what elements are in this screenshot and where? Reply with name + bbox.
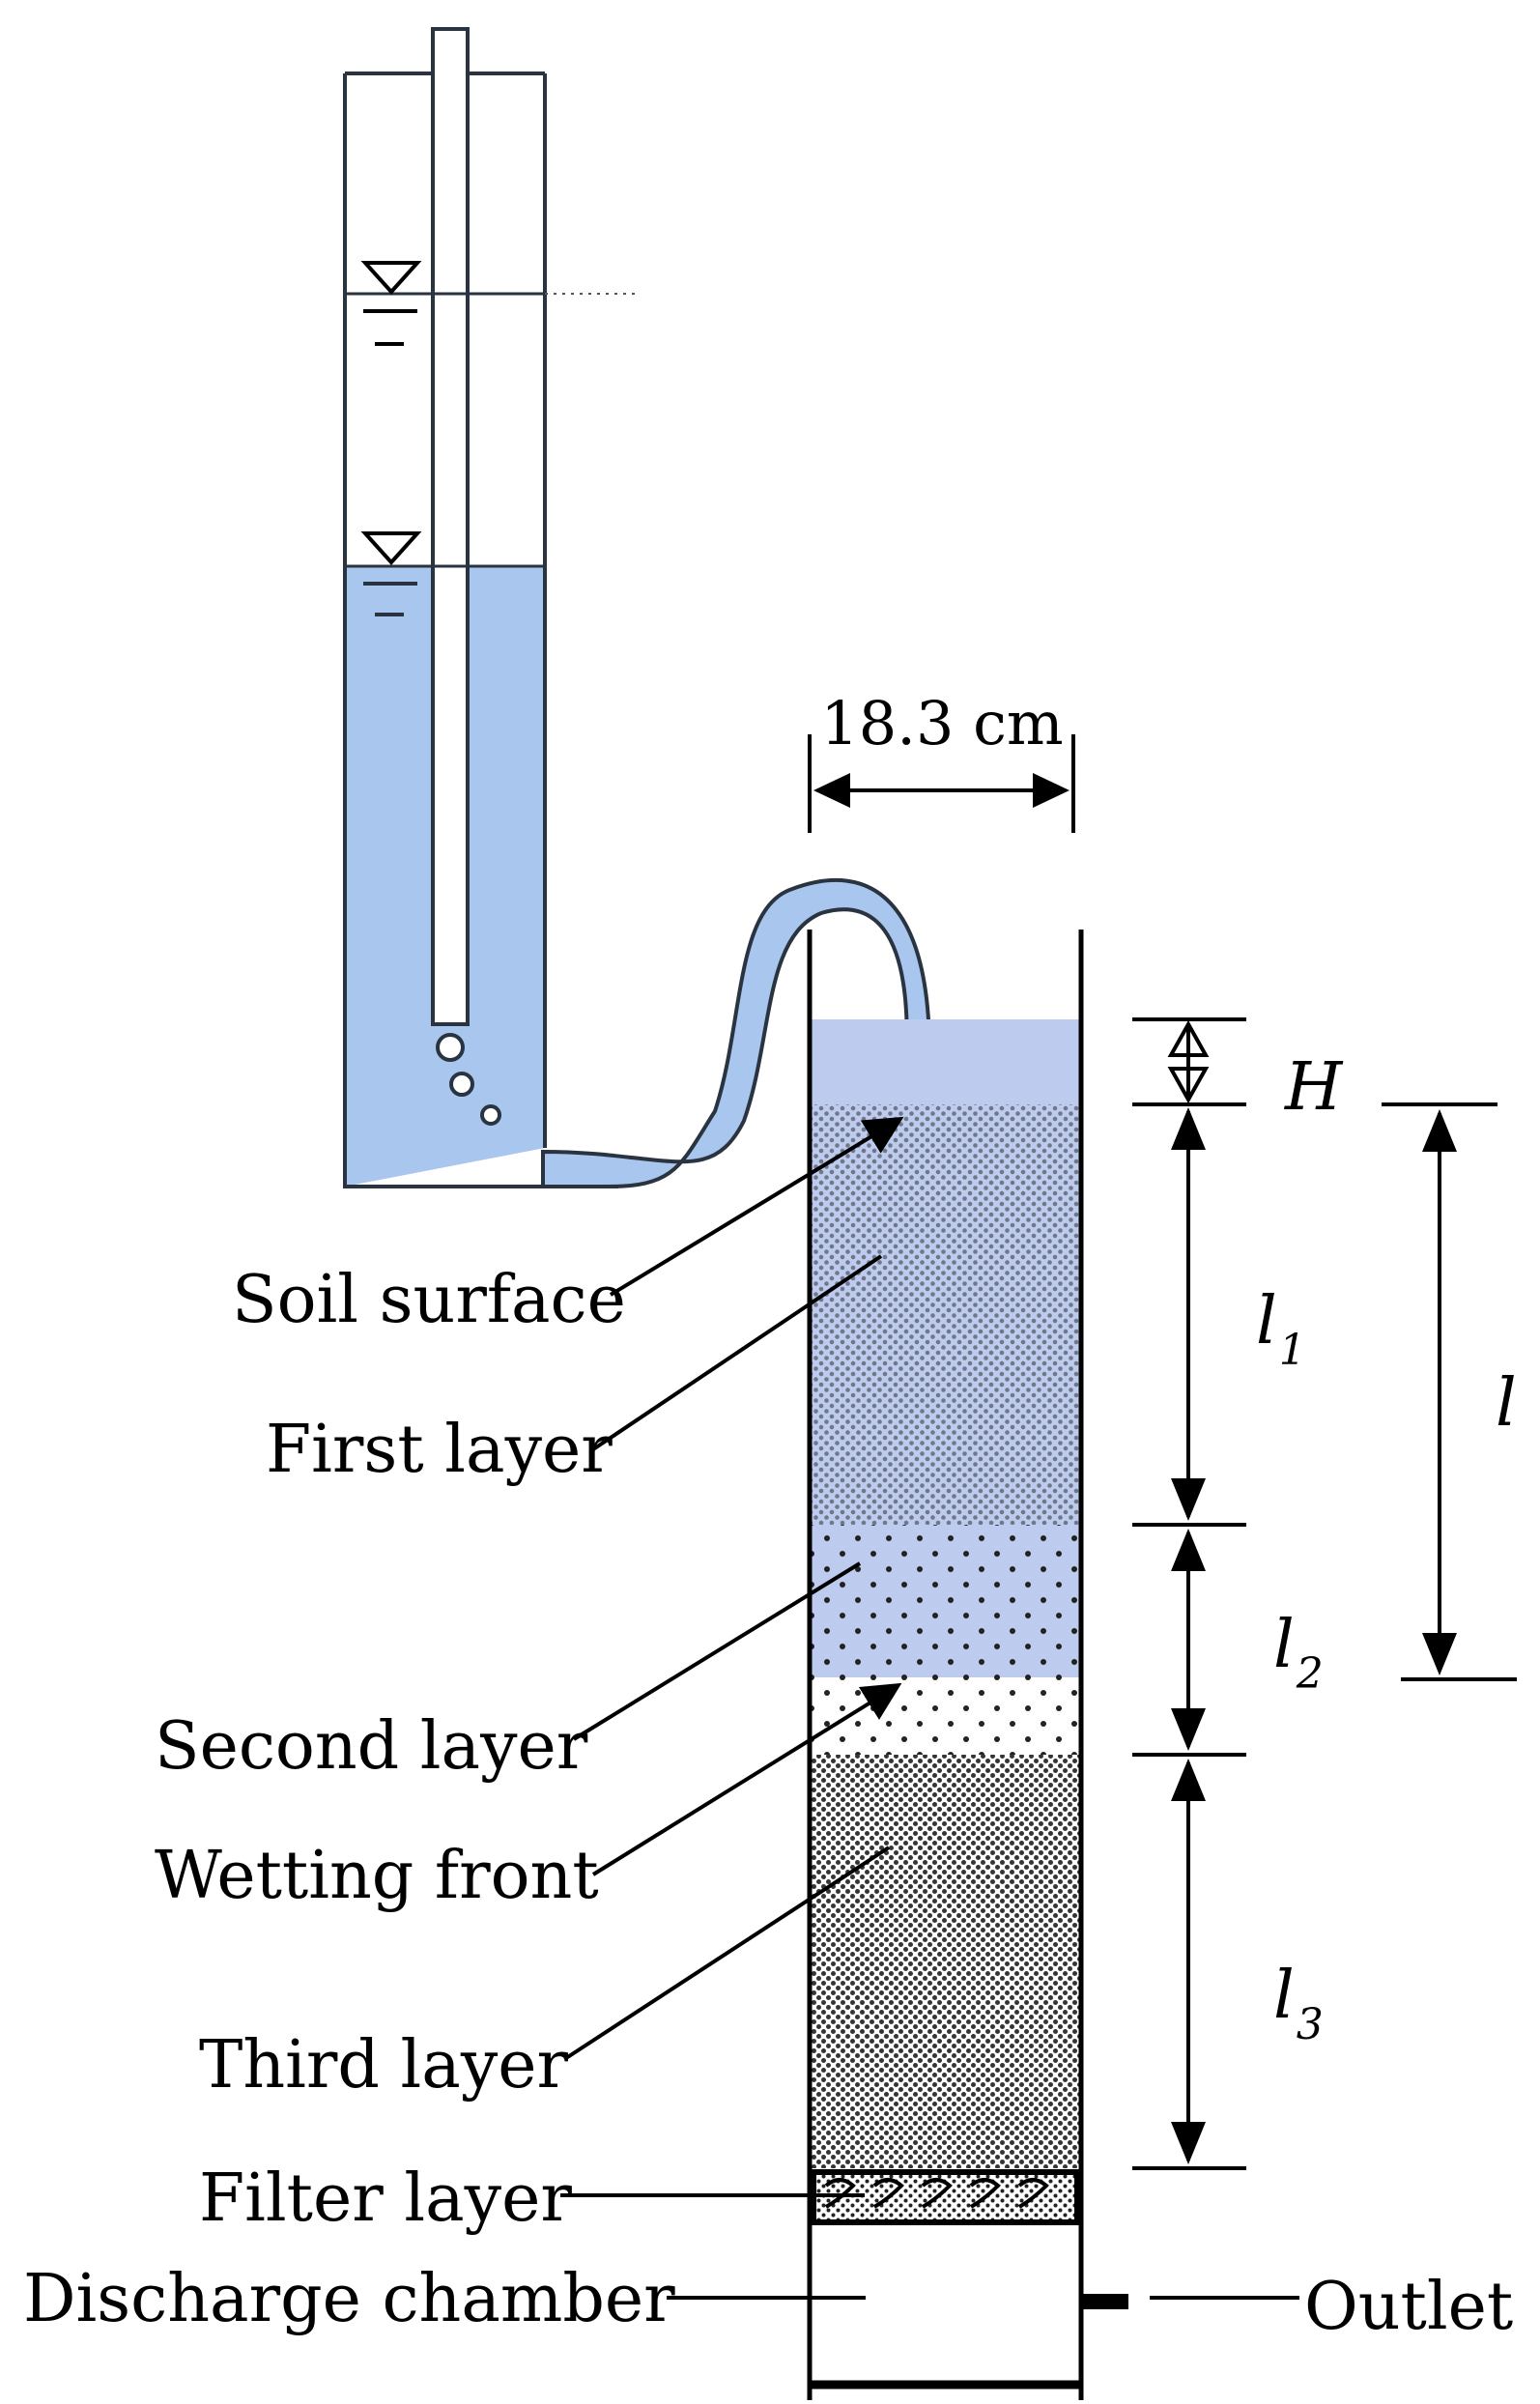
ponded-water — [812, 1019, 1079, 1104]
label-outlet: Outlet — [1304, 2269, 1513, 2345]
bubble-icon — [436, 1033, 465, 1062]
symbol-l: l — [1496, 1365, 1517, 1442]
bubble-icon — [449, 1072, 474, 1097]
soil-column — [807, 930, 1128, 2400]
label-wetting-front: Wetting front — [155, 1838, 599, 1914]
air-tube — [431, 27, 470, 1026]
label-second-layer: Second layer — [155, 1708, 588, 1785]
label-discharge-chamber: Discharge chamber — [23, 2261, 675, 2337]
third-layer — [812, 1755, 1079, 2168]
symbol-l2: l2 — [1273, 1607, 1324, 1699]
upper-level-triangle-icon — [360, 261, 422, 295]
lower-level-triangle-icon — [360, 531, 422, 565]
leader-lines — [560, 1116, 1299, 2300]
label-first-layer: First layer — [266, 1412, 613, 1488]
vertical-dimensions: H l1 l2 l3 l — [1132, 1017, 1517, 2170]
mariotte-bottle — [343, 27, 638, 1188]
width-dimension: 18.3 cm — [808, 688, 1075, 833]
outlet-stub — [1082, 2294, 1128, 2309]
symbol-l3: l3 — [1273, 1958, 1324, 2049]
label-third-layer: Third layer — [199, 2027, 568, 2104]
symbol-l1: l1 — [1256, 1283, 1306, 1375]
label-filter-layer: Filter layer — [199, 2161, 572, 2237]
labels: Soil surface First layer Second layer We… — [23, 1262, 1513, 2345]
symbol-H: H — [1283, 1049, 1344, 1126]
label-soil-surface: Soil surface — [232, 1262, 626, 1338]
width-label: 18.3 cm — [820, 688, 1063, 758]
bubble-icon — [480, 1104, 501, 1126]
